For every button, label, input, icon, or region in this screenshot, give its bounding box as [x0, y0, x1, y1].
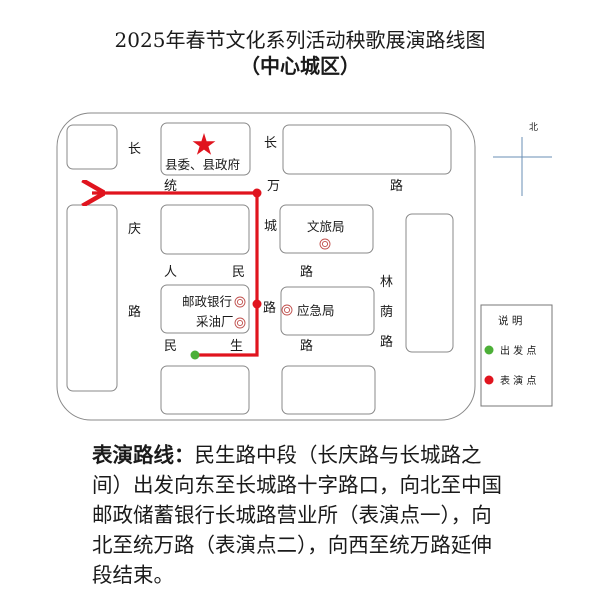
outer-road-boundary [56, 112, 476, 421]
compass-icon [493, 137, 552, 196]
block-west-long [66, 204, 118, 392]
place-label-culture-bureau: 文旅局 [307, 219, 345, 234]
performance-route-line [92, 193, 259, 357]
block-sw [160, 365, 250, 415]
place-label-post-bank: 邮政银行 [182, 294, 232, 309]
venue-marker-icon [234, 317, 246, 329]
start-point-marker [190, 350, 200, 360]
map-title: 2025年春节文化系列活动秧歌展演路线图 [114, 28, 486, 52]
street-label: 长 [128, 142, 141, 157]
block-nw [66, 124, 118, 170]
legend-start-label: 出 发 点 [500, 344, 536, 357]
block-east-long [405, 213, 454, 353]
block-se [281, 365, 376, 415]
street-label: 路 [390, 178, 403, 194]
map-subtitle: （中心城区） [240, 54, 360, 78]
street-label: 路 [300, 264, 313, 280]
legend-performance-marker [484, 375, 494, 385]
compass-north-label: 北 [529, 122, 538, 133]
route-description: 表演路线：民生路中段（长庆路与长城路之间）出发向东至长城路十字路口，向北至中国邮… [92, 440, 512, 590]
place-label-government: 县委、县政府 [165, 157, 240, 172]
block-emergency-bureau [280, 286, 375, 336]
street-label: 长 [264, 136, 277, 151]
performance-point-marker [252, 188, 262, 198]
route-description-label: 表演路线： [92, 443, 195, 467]
street-label: 万 [267, 179, 280, 194]
street-label: 林 [380, 275, 393, 290]
street-label: 庆 [128, 222, 141, 237]
street-label: 人 [164, 265, 177, 280]
route-description-text: 民生路中段（长庆路与长城路之间）出发向东至长城路十字路口，向北至中国邮政储蓄银行… [92, 443, 502, 587]
street-label: 民 [164, 339, 177, 354]
street-label: 民 [232, 265, 245, 280]
street-label: 路 [263, 300, 276, 316]
city-blocks [66, 122, 454, 415]
venue-marker-icon [281, 304, 293, 316]
block-north-east [282, 124, 452, 175]
performance-point-marker [252, 299, 262, 309]
legend-performance-label: 表 演 点 [500, 374, 536, 387]
street-label: 城 [264, 219, 277, 234]
street-label: 路 [300, 338, 313, 354]
legend-start-marker [484, 345, 494, 355]
legend-box [480, 304, 553, 407]
block-post-bank [160, 284, 250, 334]
place-label-emergency-bureau: 应急局 [297, 303, 335, 318]
street-label: 路 [128, 304, 141, 320]
block-center-west [160, 204, 250, 255]
legend-title: 说 明 [498, 314, 522, 327]
block-government [160, 122, 251, 176]
government-star-icon [192, 133, 216, 155]
venue-marker-icon [319, 238, 331, 250]
street-label: 统 [164, 179, 177, 194]
street-label: 生 [230, 339, 243, 354]
block-culture-bureau [279, 204, 374, 254]
venue-marker-icon [234, 296, 246, 308]
street-label: 路 [380, 334, 393, 350]
street-label: 荫 [380, 305, 393, 320]
place-label-oil-factory: 采油厂 [196, 314, 234, 329]
